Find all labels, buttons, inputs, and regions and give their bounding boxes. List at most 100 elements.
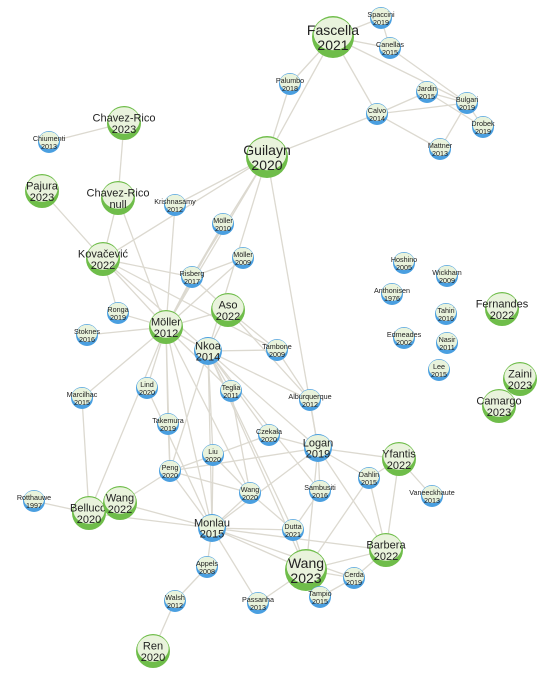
node-author-label: Teglia (222, 383, 241, 392)
node-year-label: 2009 (269, 350, 285, 359)
node-author-label: Nasir (439, 335, 456, 344)
node-author-label: Peng (162, 463, 179, 472)
node-year-label: 2020 (141, 652, 165, 664)
node-author-label: Wang (241, 485, 260, 494)
node-year-label: 2020 (261, 435, 277, 444)
node-highlight (421, 485, 443, 503)
edge-moller2009-moller2012 (165, 257, 244, 328)
edge-guilayn-moller2012 (165, 156, 268, 328)
node-highlight (23, 490, 45, 508)
node-highlight (309, 480, 331, 498)
node-year-label: 2019 (475, 127, 491, 136)
node-author-label: Bulgari (456, 95, 479, 104)
node-year-label: 2015 (361, 478, 377, 487)
node-author-label: Kovačević (78, 249, 129, 261)
node-year-label: 2013 (41, 142, 57, 151)
node-author-label: Liu (208, 447, 218, 456)
node-highlight (26, 175, 58, 202)
node-author-label: Wickham (432, 268, 462, 277)
node-year-label: 2011 (439, 343, 454, 352)
edge-fascella-guilayn (266, 36, 334, 158)
edge-monlau-passanha (211, 527, 259, 604)
node-author-label: Ren (143, 641, 163, 653)
node-highlight (456, 92, 478, 110)
node-highlight (73, 497, 105, 524)
node-year-label: 2009 (439, 276, 455, 285)
node-highlight (436, 332, 458, 350)
node-year-label: 2019 (160, 424, 176, 433)
edge-canellas-bulgari (389, 47, 468, 104)
node-year-label: 1997 (26, 501, 42, 510)
edge-teglia-wang2020 (230, 390, 251, 494)
node-author-label: Passanha (242, 595, 274, 604)
node-year-label: 2012 (167, 205, 183, 214)
node-year-label: 2022 (387, 460, 411, 472)
node-year-label: 2021 (317, 37, 348, 53)
node-highlight (486, 293, 518, 320)
edges-layer (33, 17, 484, 652)
